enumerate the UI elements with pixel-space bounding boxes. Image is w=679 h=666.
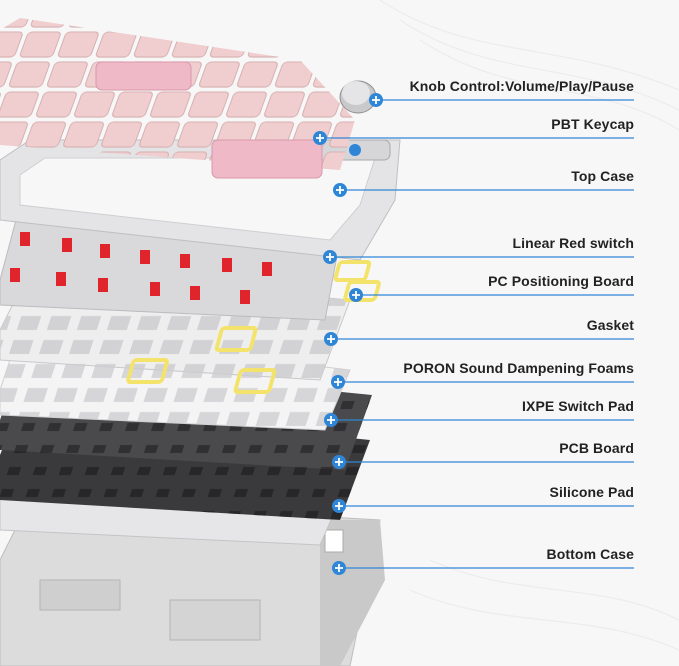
plus-marker-icon: [331, 375, 345, 389]
label-pbt-keycap: PBT Keycap: [551, 116, 634, 132]
plus-marker-icon: [332, 455, 346, 469]
plus-marker-icon: [349, 288, 363, 302]
callout-lines: [320, 99, 634, 569]
plus-marker-icon: [313, 131, 327, 145]
label-gasket: Gasket: [586, 317, 634, 333]
keycap-layer: [0, 18, 355, 179]
plus-marker-icon: [332, 499, 346, 513]
label-silicone-pad: Silicone Pad: [549, 484, 634, 500]
plus-markers: [313, 93, 383, 575]
plus-marker-icon: [333, 183, 347, 197]
label-poron-foam: PORON Sound Dampening Foams: [403, 360, 634, 376]
label-knob-control: Knob Control:Volume/Play/Pause: [409, 78, 634, 94]
plus-marker-icon: [324, 413, 338, 427]
label-top-case: Top Case: [571, 168, 634, 184]
label-ixpe-pad: IXPE Switch Pad: [522, 398, 634, 414]
label-pcb-board: PCB Board: [559, 440, 634, 456]
label-pc-board: PC Positioning Board: [488, 273, 634, 289]
label-bottom-case: Bottom Case: [546, 546, 634, 562]
background-waves: [379, 0, 679, 651]
gasket-pieces: [126, 260, 381, 394]
plus-marker-icon: [369, 93, 383, 107]
plus-marker-icon: [323, 250, 337, 264]
plus-marker-icon: [332, 561, 346, 575]
label-linear-switch: Linear Red switch: [512, 235, 634, 251]
knob: [339, 80, 377, 114]
plus-marker-icon: [324, 332, 338, 346]
